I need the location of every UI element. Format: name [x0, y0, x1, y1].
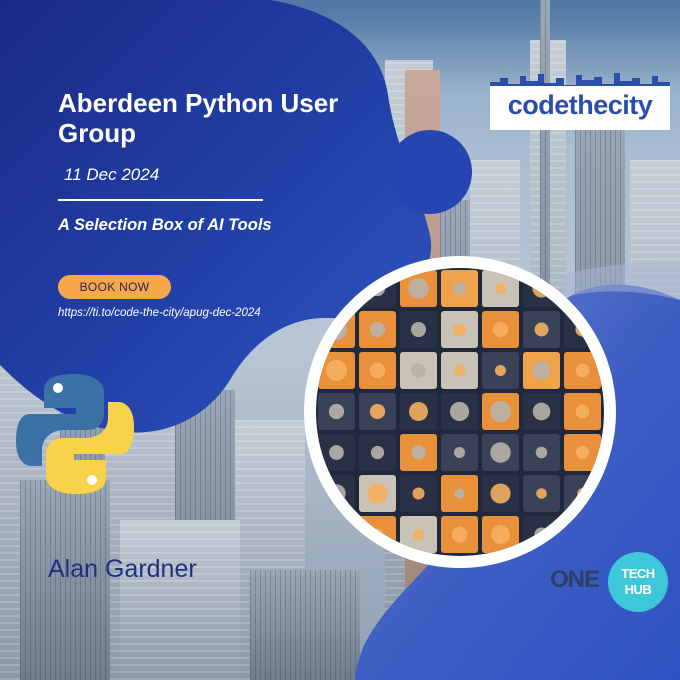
- one-wordmark: ONE: [550, 566, 600, 593]
- one-tech-hub-logo: ONE TECH HUB: [548, 552, 673, 612]
- codethecity-wordmark: codethecity: [507, 90, 653, 120]
- event-title: Aberdeen Python User Group: [58, 88, 339, 148]
- tools-grid-icon: [318, 270, 601, 553]
- tech-wordmark: TECH: [621, 566, 655, 581]
- speaker-name: Alan Gardner: [48, 555, 197, 583]
- date-divider: [58, 199, 263, 201]
- booking-link[interactable]: https://ti.to/code-the-city/apug-dec-202…: [58, 307, 261, 319]
- book-now-button[interactable]: BOOK NOW: [58, 275, 171, 299]
- hub-wordmark: HUB: [624, 582, 652, 597]
- event-date: 11 Dec 2024: [64, 165, 160, 184]
- talk-title: A Selection Box of AI Tools: [58, 216, 272, 234]
- ai-tools-image: [304, 256, 616, 568]
- codethecity-logo: codethecity: [490, 72, 670, 132]
- python-logo-icon: [16, 374, 134, 494]
- skyline-icon: [490, 73, 670, 88]
- tech-hub-circle: [608, 552, 668, 612]
